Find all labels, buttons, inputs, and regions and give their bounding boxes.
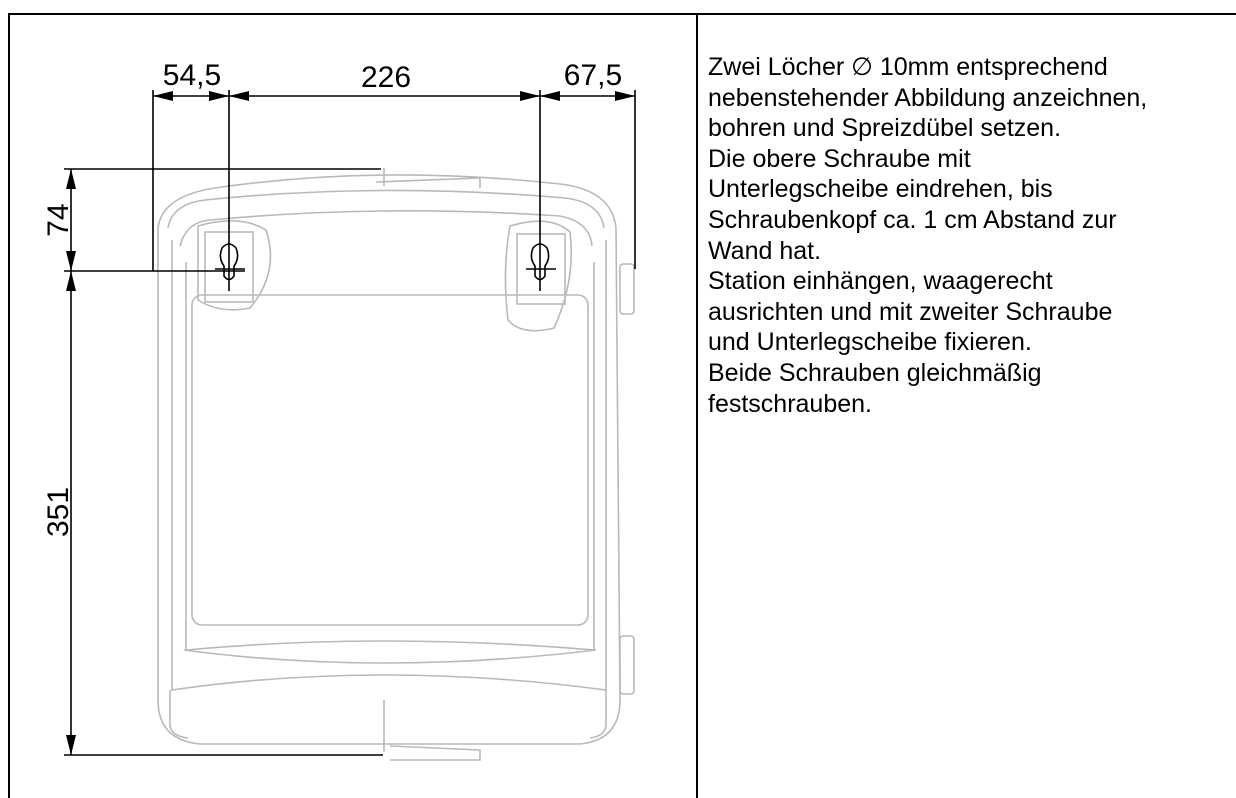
instruction-line: Zwei Löcher ∅ 10mm entsprechend [708,53,1108,81]
instruction-line: festschrauben. [708,389,872,418]
dimension-lines [64,90,636,756]
table-frame [8,13,1236,798]
dimension-bottom-offset: 351 [42,487,75,537]
station-housing-outline [157,168,635,761]
dimension-hole-spacing: 226 [361,61,411,94]
instruction-line: Schraubenkopf ca. 1 cm Abstand zur [708,205,1117,234]
instruction-line: nebenstehender Abbildung anzeichnen, [708,83,1148,112]
instruction-line: Wand hat. [708,236,822,265]
instruction-line: bohren und Spreizdübel setzen. [708,114,1062,143]
keyhole-left-icon [215,243,245,281]
instruction-line: Unterlegscheibe eindrehen, bis [708,175,1053,204]
instruction-line: Station einhängen, waagerecht [708,267,1053,296]
instruction-line: Beide Schrauben gleichmäßig [708,358,1042,387]
instruction-text: Zwei Löcher ∅ 10mm entsprechend nebenste… [708,52,1233,419]
instruction-line: Die obere Schraube mit [708,144,971,173]
dimension-right-offset: 67,5 [564,59,622,92]
instruction-line: und Unterlegscheibe fixieren. [708,328,1032,357]
dimension-top-offset: 74 [42,203,75,236]
instruction-line: ausrichten und mit zweiter Schraube [708,297,1113,326]
dimension-left-offset: 54,5 [163,59,221,92]
keyhole-right-icon [526,243,556,281]
